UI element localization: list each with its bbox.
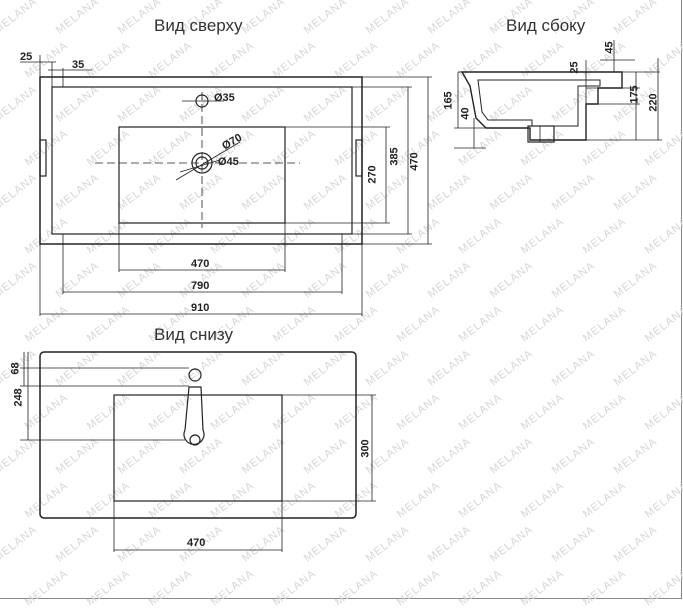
dim-width-910: 910 — [191, 302, 210, 314]
drain-inner — [195, 156, 209, 170]
drain-outer — [191, 152, 213, 174]
bottom-drain-channel — [183, 386, 205, 445]
top-bowl — [118, 126, 286, 224]
dim-side-45: 45 — [603, 41, 616, 54]
dim-side-175: 175 — [628, 85, 641, 104]
dim-side-40: 40 — [459, 107, 472, 120]
bottom-bowl — [113, 394, 283, 502]
side-siphon — [527, 125, 555, 143]
dim-bottom-248: 248 — [12, 388, 25, 407]
side-inner-contour — [477, 79, 601, 127]
title-side-view: Вид сбоку — [506, 16, 586, 35]
dim-side-25: 25 — [568, 61, 581, 74]
side-outer-contour — [460, 71, 623, 141]
top-view-drawing — [20, 55, 432, 316]
bottom-outer-contour — [39, 351, 357, 519]
title-top-view: Вид сверху — [154, 16, 243, 35]
dim-height-385: 385 — [388, 147, 401, 166]
bottom-drain-hole — [189, 434, 201, 446]
dim-width-790: 790 — [191, 280, 210, 292]
dim-tap-hole-35: Ø35 — [214, 92, 235, 104]
dim-top-25: 25 — [20, 51, 33, 63]
dim-width-470: 470 — [191, 258, 210, 270]
dim-height-470: 470 — [408, 152, 421, 171]
dim-side-165: 165 — [442, 91, 455, 110]
dim-bottom-470: 470 — [187, 537, 206, 549]
dim-bottom-300: 300 — [359, 439, 372, 458]
bottom-tap-hole — [188, 368, 202, 382]
side-view-drawing — [454, 40, 662, 149]
right-notch — [355, 139, 363, 177]
bottom-view-drawing — [20, 351, 376, 552]
top-inner-rim — [51, 86, 353, 235]
dim-top-35: 35 — [72, 59, 85, 71]
dim-side-220: 220 — [647, 93, 660, 112]
left-notch — [39, 139, 47, 177]
dim-height-270: 270 — [366, 165, 379, 184]
dim-bottom-68: 68 — [9, 362, 22, 375]
dim-drain-45: Ø45 — [218, 156, 239, 168]
top-outer-contour — [39, 76, 363, 245]
title-bottom-view: Вид снизу — [154, 325, 233, 344]
